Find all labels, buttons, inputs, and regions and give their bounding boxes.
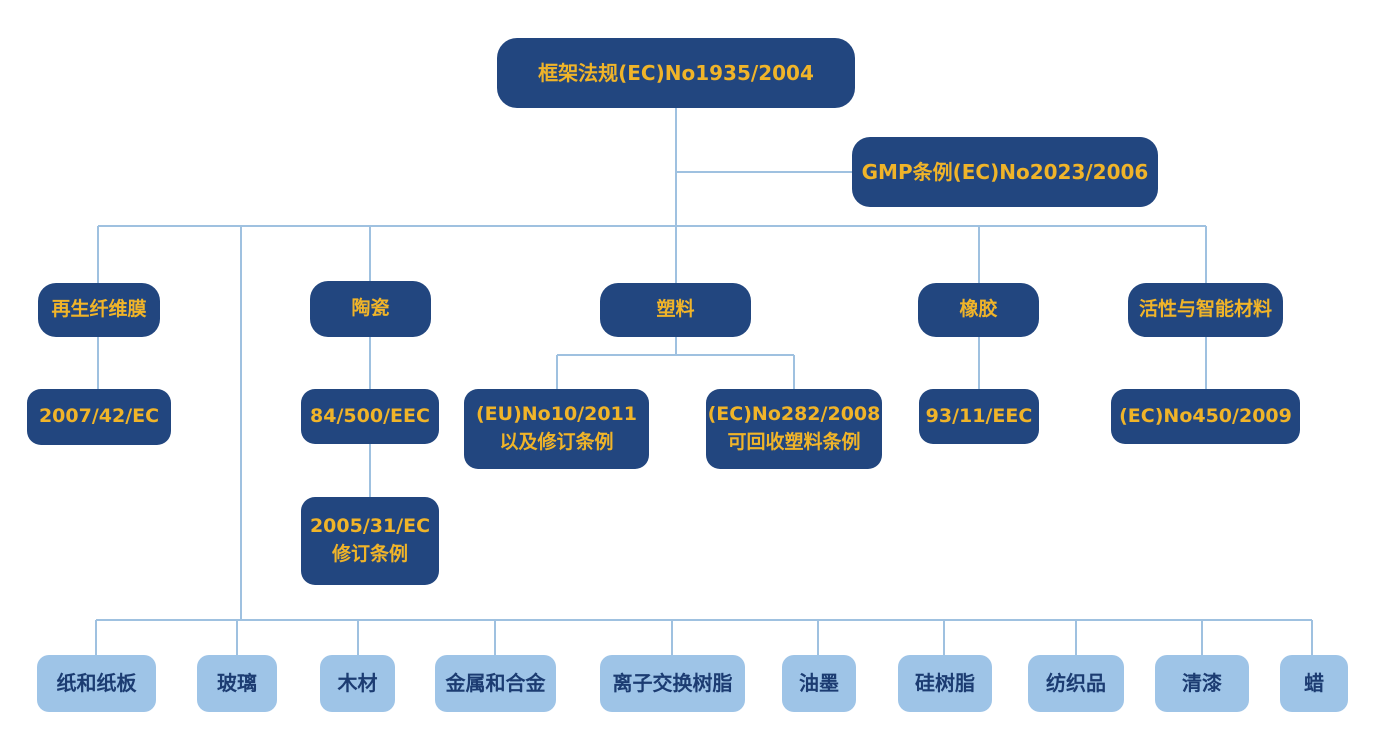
category-ceramic: 陶瓷 [310, 281, 431, 337]
material-wood: 木材 [320, 655, 395, 712]
regulation-ceramic-2005-31: 2005/31/EC 修订条例 [301, 497, 439, 585]
category-regenerated-cellulose-film: 再生纤维膜 [38, 283, 160, 337]
material-textiles: 纺织品 [1028, 655, 1124, 712]
regulation-plastic-10-2011: (EU)No10/2011 以及修订条例 [464, 389, 649, 469]
material-wax: 蜡 [1280, 655, 1348, 712]
regulation-ceramic-84-500: 84/500/EEC [301, 389, 439, 444]
material-paper-board: 纸和纸板 [37, 655, 156, 712]
gmp-regulation: GMP条例(EC)No2023/2006 [852, 137, 1158, 207]
regulation-plastic-282-2008: (EC)No282/2008 可回收塑料条例 [706, 389, 882, 469]
category-active-intelligent-materials: 活性与智能材料 [1128, 283, 1283, 337]
category-plastic: 塑料 [600, 283, 751, 337]
material-silicone: 硅树脂 [898, 655, 992, 712]
regulation-film-2007-42: 2007/42/EC [27, 389, 171, 445]
material-ink: 油墨 [782, 655, 856, 712]
material-metal-alloy: 金属和合金 [435, 655, 556, 712]
category-rubber: 橡胶 [918, 283, 1039, 337]
regulation-active-450-2009: (EC)No450/2009 [1111, 389, 1300, 444]
material-glass: 玻璃 [197, 655, 277, 712]
material-varnish: 清漆 [1155, 655, 1249, 712]
root-framework-regulation: 框架法规(EC)No1935/2004 [497, 38, 855, 108]
regulation-rubber-93-11: 93/11/EEC [919, 389, 1039, 444]
material-ion-exchange-resin: 离子交换树脂 [600, 655, 745, 712]
